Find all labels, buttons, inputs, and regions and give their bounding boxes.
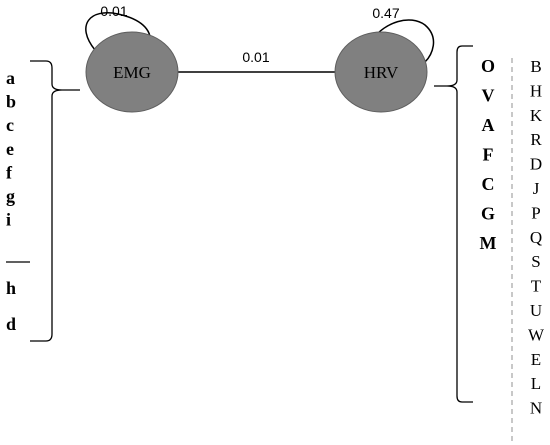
left-lower-item: d	[6, 314, 16, 334]
right-list-item: U	[530, 301, 542, 320]
right-list-item: R	[530, 130, 542, 149]
hrv-list-item: M	[480, 233, 497, 253]
hrv-list-item: F	[483, 145, 494, 165]
right-list-item: N	[530, 399, 542, 418]
hrv-list-item: O	[481, 56, 495, 76]
emg-self-loop-label: 0.01	[100, 3, 127, 19]
hrv-list-item: A	[482, 115, 495, 135]
hrv-self-loop-label: 0.47	[372, 5, 399, 21]
right-list-item: T	[531, 277, 542, 296]
hrv-list-item: G	[481, 204, 495, 224]
right-list-item: W	[528, 325, 545, 344]
edge-weight-label: 0.01	[242, 49, 269, 65]
left-upper-item: a	[6, 68, 15, 88]
left-upper-item: i	[6, 210, 11, 230]
left-list-lower: hd	[6, 278, 16, 334]
hrv-list-item: C	[482, 174, 495, 194]
left-upper-item: b	[6, 92, 16, 112]
emg-node	[85, 31, 179, 113]
right-list-item: Q	[530, 228, 542, 247]
emg-node-label: EMG	[113, 63, 151, 82]
right-list-item: D	[530, 155, 542, 174]
hrv-list-item: V	[482, 86, 495, 106]
right-list-item: E	[531, 350, 541, 369]
right-list-item: J	[533, 179, 540, 198]
left-upper-item: g	[6, 186, 15, 206]
hrv-node	[334, 31, 428, 113]
left-lower-item: h	[6, 278, 16, 298]
right-list-item: P	[531, 203, 540, 222]
right-list-item: K	[530, 106, 543, 125]
left-upper-item: c	[6, 115, 14, 135]
left-brace	[30, 60, 80, 342]
right-list-item: H	[530, 81, 542, 100]
hrv-node-label: HRV	[364, 63, 399, 82]
left-upper-item: f	[6, 162, 13, 182]
right-list-item: S	[531, 252, 540, 271]
right-list-item: L	[531, 374, 541, 393]
right-brace	[434, 45, 473, 403]
right-list-item: B	[530, 57, 541, 76]
hrv-self-loop	[371, 19, 435, 63]
left-upper-item: e	[6, 139, 14, 159]
